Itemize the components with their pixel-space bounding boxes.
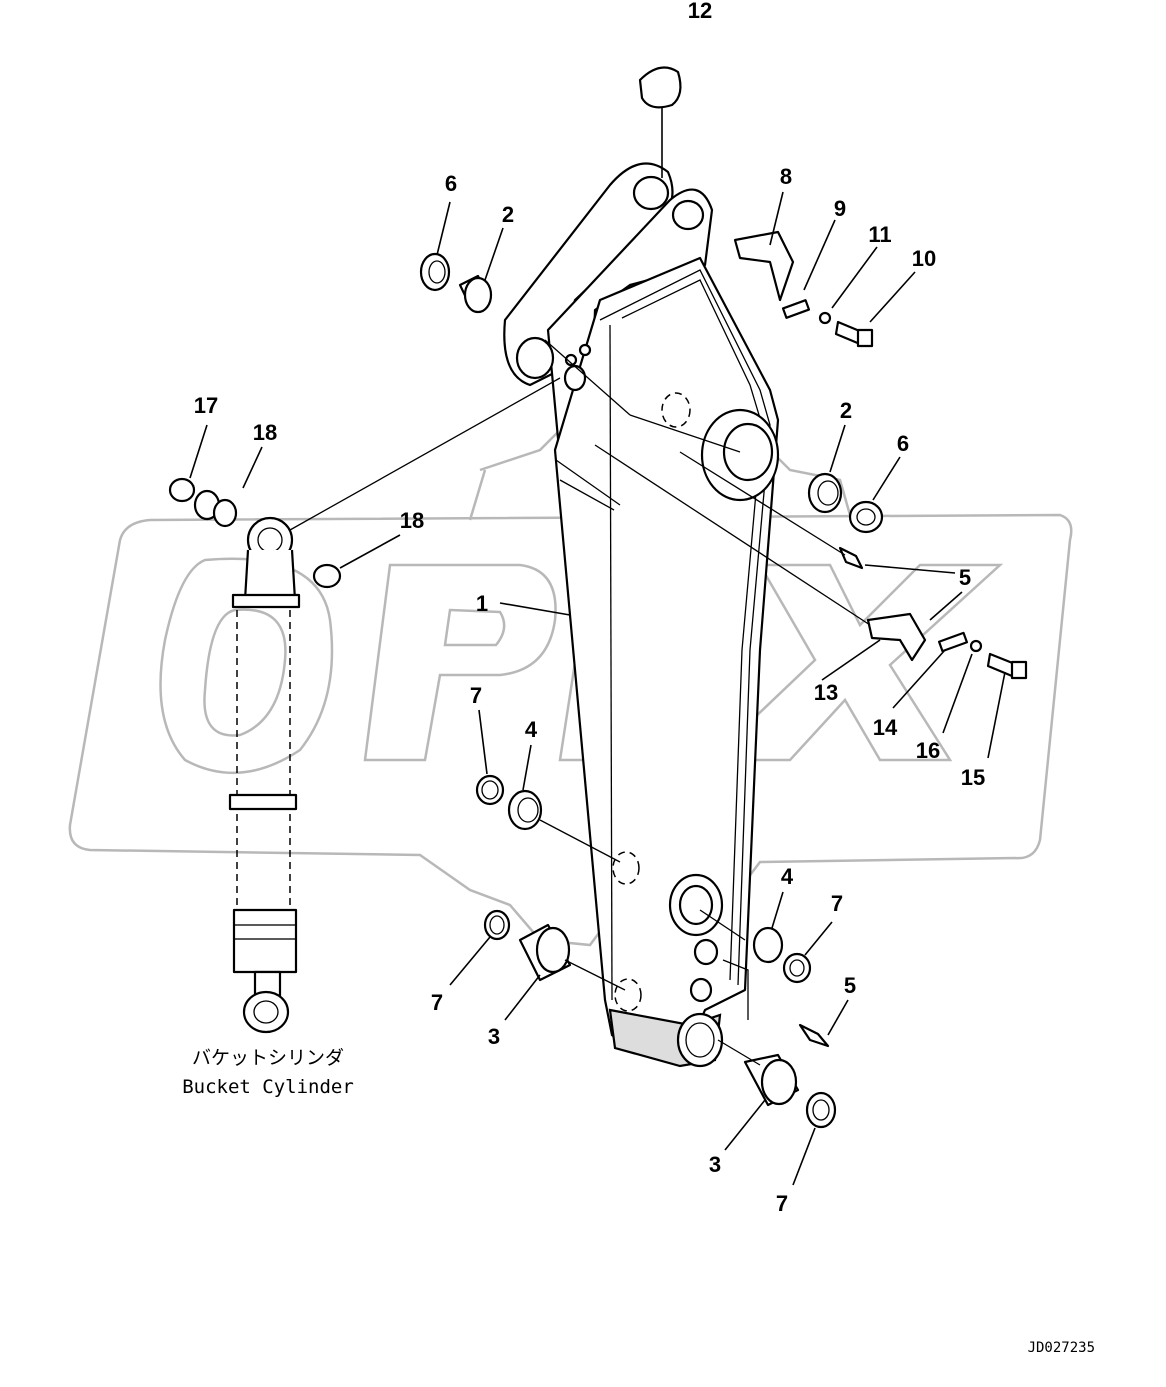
loose-parts [168,66,1028,1129]
callout-18-mid: 18 [400,508,424,533]
callout-6-top: 6 [445,171,457,196]
callout-6-right: 6 [897,431,909,456]
callout-10: 10 [912,246,936,271]
callout-7-mid: 7 [470,683,482,708]
callout-9: 9 [834,196,846,221]
callout-4-mid: 4 [525,717,538,742]
callout-12: 12 [688,0,712,23]
callout-14: 14 [873,715,898,740]
callout-15: 15 [961,765,985,790]
callout-3-left: 3 [488,1024,500,1049]
callout-labels: 12 6 2 8 9 11 10 17 18 2 6 18 5 1 13 7 1… [194,0,985,1216]
callout-17: 17 [194,393,218,418]
callout-16: 16 [916,738,940,763]
callout-5-top: 5 [959,565,971,590]
callout-1: 1 [476,591,488,616]
callout-7-left: 7 [431,990,443,1015]
callout-3-bottom: 3 [709,1152,721,1177]
callout-8: 8 [780,164,792,189]
callout-13: 13 [814,680,838,705]
callout-5-bottom: 5 [844,973,856,998]
callout-4-right: 4 [781,864,794,889]
callout-2-top: 2 [502,202,514,227]
bucket-cylinder-caption-jp: バケットシリンダ [192,1047,344,1069]
callout-18-top: 18 [253,420,277,445]
callout-7-right: 7 [831,891,843,916]
document-id: JD027235 [1028,1340,1095,1356]
bucket-cylinder [228,516,301,1034]
callout-2-right: 2 [840,398,852,423]
callout-11: 11 [868,222,891,247]
leader-lines [189,108,1006,1186]
callout-7-bottom: 7 [776,1191,788,1216]
bucket-cylinder-caption-en: Bucket Cylinder [182,1076,354,1098]
